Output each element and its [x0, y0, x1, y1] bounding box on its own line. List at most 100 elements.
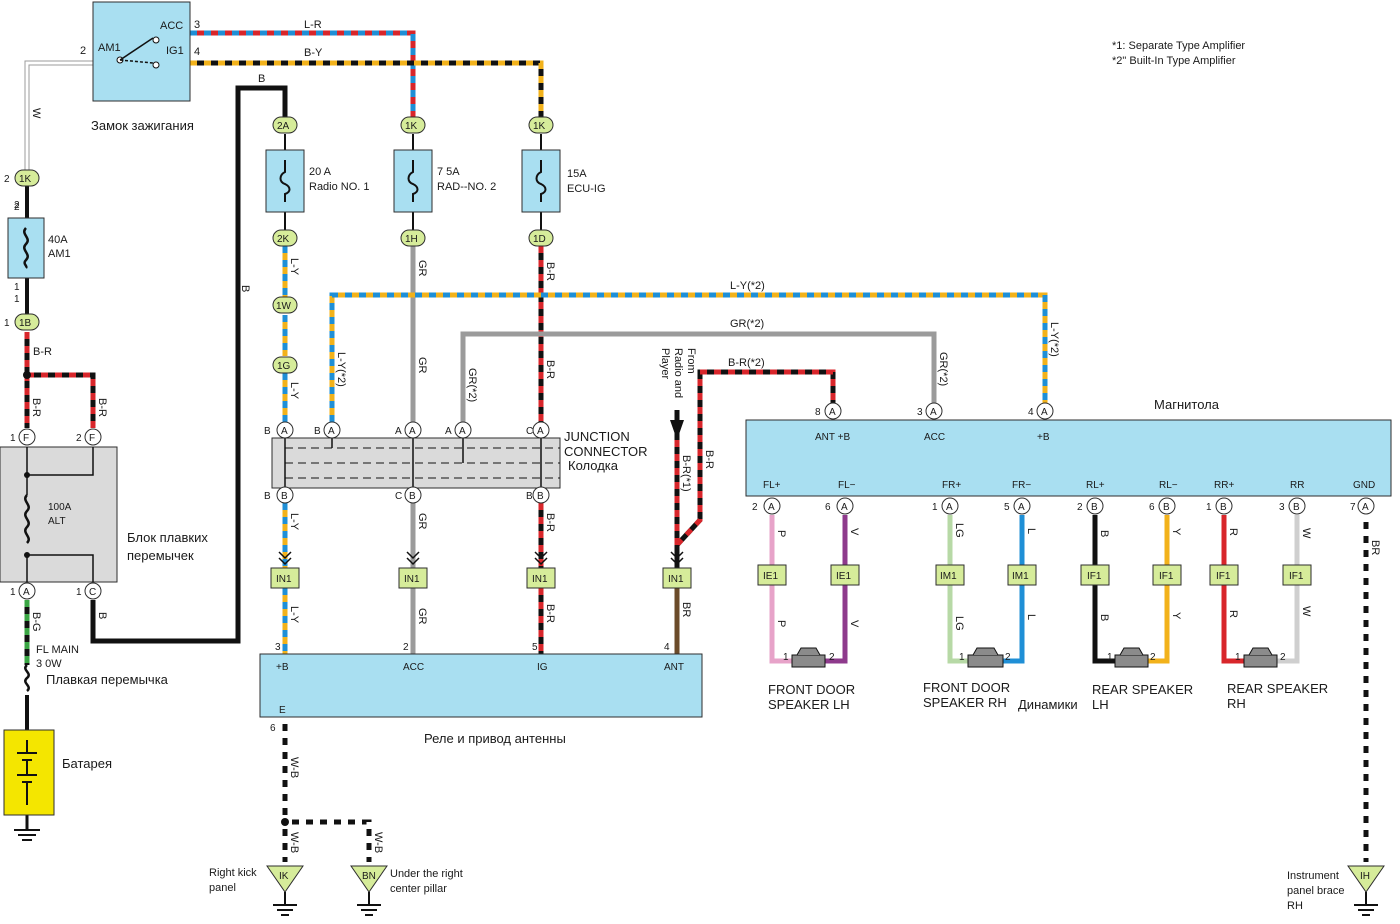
wire-l-y-2	[329, 292, 1048, 422]
fuse-rad2-rating: 7 5A	[437, 166, 460, 178]
svg-text:2: 2	[829, 652, 835, 663]
from-radio-1: From	[685, 348, 697, 374]
hu-pin-fl-minus: FL−	[838, 480, 856, 491]
connector-in1-4: IN1	[662, 567, 692, 589]
svg-text:B-R: B-R	[33, 346, 52, 358]
fuseblock-label-2: перемычек	[127, 548, 194, 563]
svg-text:W-B: W-B	[288, 757, 300, 778]
svg-text:B: B	[1220, 502, 1227, 513]
svg-text:A: A	[768, 502, 775, 513]
wire-l-r	[190, 30, 416, 118]
svg-text:IN1: IN1	[404, 574, 420, 585]
fuseblock-name: ALT	[48, 516, 66, 527]
svg-text:GR: GR	[416, 357, 428, 374]
svg-text:IN1: IN1	[276, 574, 292, 585]
svg-text:2: 2	[403, 642, 409, 653]
fusible-link: FL MAIN 3 0W Плавкая перемычка	[24, 644, 169, 692]
svg-text:B-R(*2): B-R(*2)	[728, 357, 765, 369]
hu-pin-b: +B	[1037, 432, 1050, 443]
svg-text:F: F	[89, 433, 95, 444]
svg-text:B: B	[239, 285, 251, 292]
svg-text:A: A	[537, 426, 544, 437]
svg-text:IF1: IF1	[1159, 571, 1174, 582]
svg-text:L-Y: L-Y	[288, 382, 300, 400]
svg-text:2: 2	[1150, 652, 1156, 663]
svg-text:2K: 2K	[277, 234, 290, 245]
hu-pin-fr-minus: FR−	[1012, 480, 1031, 491]
connectors: 1K 1B 2A 2K 1W 1G 1K 1H 1K 1D 22 11	[4, 116, 554, 374]
svg-text:C: C	[526, 426, 533, 437]
antenna-label: Реле и привод антенны	[424, 731, 566, 746]
svg-text:GR: GR	[416, 513, 428, 530]
svg-text:FRONT DOOR: FRONT DOOR	[923, 680, 1010, 695]
fuse-ecu-rating: 15A	[567, 168, 587, 180]
svg-text:IF1: IF1	[1289, 571, 1304, 582]
svg-text:F: F	[23, 433, 29, 444]
fuse-radio1: 20 A Radio NO. 1	[265, 149, 370, 213]
svg-text:GR(*2): GR(*2)	[466, 368, 478, 402]
wire-b-r-left	[24, 332, 96, 428]
svg-text:A: A	[829, 407, 836, 418]
svg-text:8: 8	[815, 407, 821, 418]
svg-text:SPEAKER RH: SPEAKER RH	[923, 695, 1007, 710]
svg-text:IN1: IN1	[668, 574, 684, 585]
svg-text:2: 2	[752, 502, 758, 513]
hu-pin-rr: RR	[1290, 480, 1304, 491]
svg-text:4: 4	[194, 46, 200, 58]
antenna-pin-e: E	[279, 705, 286, 716]
connector-if1-1: IF1	[1080, 564, 1110, 586]
wire-y	[1148, 515, 1170, 664]
antenna-pin-acc: ACC	[403, 662, 424, 673]
svg-text:FRONT DOOR: FRONT DOOR	[768, 682, 855, 697]
battery: Батарея	[3, 729, 112, 841]
connector-in1-2: IN1	[398, 567, 428, 589]
junction-label-1: JUNCTION	[564, 429, 630, 444]
svg-text:2: 2	[14, 200, 20, 211]
svg-text:LG: LG	[953, 616, 965, 631]
svg-text:R: R	[1227, 610, 1239, 618]
connector-1g: 1G	[272, 356, 298, 374]
svg-text:1: 1	[932, 502, 938, 513]
svg-text:REAR SPEAKER: REAR SPEAKER	[1092, 682, 1193, 697]
svg-text:2: 2	[1005, 652, 1011, 663]
ground-bn: BN Under the right center pillar	[350, 865, 463, 916]
svg-text:A: A	[930, 407, 937, 418]
svg-text:2: 2	[1077, 502, 1083, 513]
svg-text:A: A	[459, 426, 466, 437]
svg-text:W: W	[1300, 606, 1312, 617]
svg-text:2: 2	[14, 202, 20, 213]
wire-p	[769, 515, 792, 664]
fusible-link-label: Плавкая перемычка	[46, 672, 169, 687]
wire-r	[1221, 515, 1244, 664]
wire-gr-2	[460, 331, 937, 422]
svg-text:A: A	[281, 426, 288, 437]
ignition-switch: AM1 ACC IG1 2 3 4 Замок зажигания	[80, 1, 200, 133]
svg-text:IH: IH	[1360, 871, 1370, 882]
svg-text:IN1: IN1	[532, 574, 548, 585]
grounds: IK Right kick panel BN Under the right c…	[209, 865, 1385, 916]
svg-text:P: P	[775, 620, 787, 627]
hu-pin-rr-plus: RR+	[1214, 480, 1234, 491]
svg-text:W: W	[30, 108, 42, 119]
hu-pin-rl-minus: RL−	[1159, 480, 1178, 491]
wire-labels: L-R B-Y B L-Y(*2) GR(*2) B-R(*2) B-R W B…	[30, 19, 1381, 853]
svg-text:center pillar: center pillar	[390, 883, 447, 895]
note-2: *2" Built-In Type Amplifier	[1112, 55, 1236, 67]
svg-text:Right kick: Right kick	[209, 867, 257, 879]
svg-text:1H: 1H	[405, 234, 418, 245]
hu-pin-acc: ACC	[924, 432, 945, 443]
hu-pin-gnd: GND	[1353, 480, 1375, 491]
svg-text:L-Y: L-Y	[288, 513, 300, 531]
svg-text:B: B	[409, 491, 416, 502]
svg-text:IE1: IE1	[836, 571, 851, 582]
svg-text:5: 5	[1004, 502, 1010, 513]
head-unit: Магнитола ANT +B ACC +B FL+ FL− FR+ FR− …	[745, 397, 1392, 515]
from-radio-3: Player	[659, 348, 671, 380]
svg-text:1: 1	[76, 587, 82, 598]
svg-text:GR: GR	[416, 608, 428, 625]
svg-text:B: B	[1293, 502, 1300, 513]
connector-if1-3: IF1	[1209, 564, 1239, 586]
